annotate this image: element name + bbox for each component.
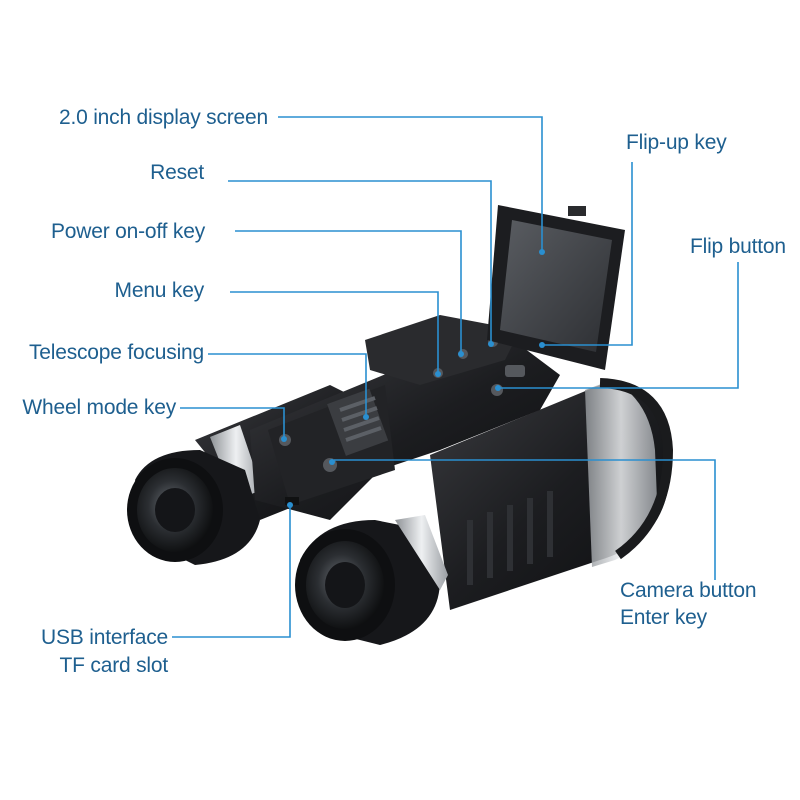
- label-menu-key: Menu key: [114, 279, 205, 302]
- leader-usb-interface: [172, 507, 291, 638]
- leader-display-screen-dot: [539, 249, 545, 255]
- label-flip-button: Flip button: [690, 235, 786, 258]
- leader-menu-key-dot: [435, 371, 441, 377]
- leader-flip-up-key-dot: [539, 342, 545, 348]
- right-barrel: [430, 378, 674, 610]
- label-reset: Reset: [150, 161, 204, 184]
- label-wheel-mode-key: Wheel mode key: [22, 396, 176, 419]
- leader-usb-interface-dot: [287, 502, 293, 508]
- central-body: [250, 315, 560, 520]
- label-tf-card-slot: TF card slot: [59, 654, 169, 677]
- leader-menu-key: [230, 291, 439, 372]
- label-flip-up-key: Flip-up key: [626, 131, 727, 154]
- flip-up-screen: [487, 205, 625, 370]
- label-power-key: Power on-off key: [51, 220, 205, 243]
- leader-wheel-mode-key: [180, 407, 285, 437]
- leader-power-key: [235, 230, 462, 352]
- label-telescope-focusing: Telescope focusing: [28, 341, 204, 364]
- leader-flip-up-key: [544, 162, 633, 346]
- leader-telescope-focusing-dot: [363, 414, 369, 420]
- label-display-screen: 2.0 inch display screen: [58, 106, 268, 129]
- right-eyepiece: [295, 515, 448, 645]
- label-camera-button: Camera button: [620, 579, 757, 602]
- leader-wheel-mode-key-dot: [281, 436, 287, 442]
- leader-camera-button-dot: [329, 459, 335, 465]
- label-enter-key: Enter key: [620, 606, 707, 629]
- leader-display-screen: [278, 116, 543, 250]
- leader-flip-button-dot: [495, 385, 501, 391]
- leader-reset: [228, 180, 492, 342]
- leader-telescope-focusing: [208, 353, 367, 415]
- label-usb-interface: USB interface: [41, 626, 168, 649]
- leader-flip-button: [500, 262, 739, 389]
- left-eyepiece: [127, 450, 260, 565]
- leader-reset-dot: [488, 341, 494, 347]
- leader-power-key-dot: [458, 351, 464, 357]
- leader-camera-button: [334, 459, 716, 580]
